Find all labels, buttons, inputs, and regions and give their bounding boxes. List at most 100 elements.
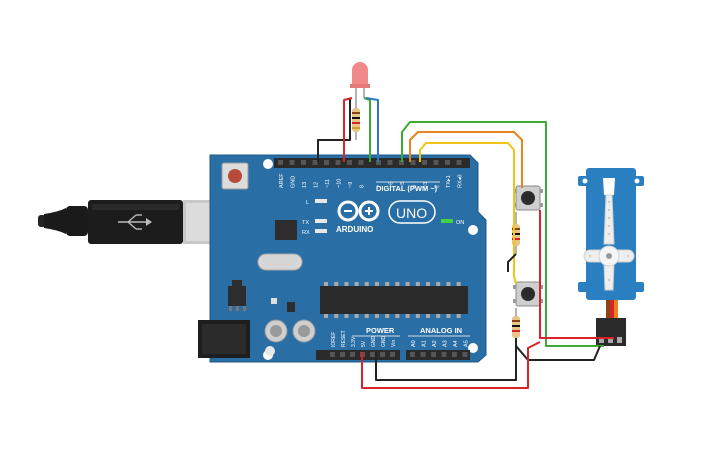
servo-motor-icon[interactable] (578, 168, 644, 346)
push-button-icon[interactable] (513, 281, 543, 307)
wire-red-5v (361, 341, 541, 389)
pin-label: ~9 (348, 182, 354, 188)
header-pin[interactable] (399, 160, 404, 165)
wire-red-buttons (539, 210, 614, 339)
pin-label: A2 (432, 340, 438, 347)
pin-label: ~10 (337, 179, 343, 188)
header-pin[interactable] (278, 160, 283, 165)
capacitors (264, 319, 316, 356)
header-pin[interactable] (452, 352, 457, 357)
wire-black-gnd (375, 338, 517, 381)
power-label: POWER (366, 326, 395, 335)
pin-label: ~3 (423, 182, 429, 188)
digital-header (274, 158, 470, 168)
pin-label: Vin (391, 340, 397, 347)
wire-led-red (343, 97, 353, 162)
arduino-logo-icon (337, 200, 380, 222)
led-icon[interactable] (350, 62, 370, 98)
uno-label: UNO (396, 205, 427, 221)
header-pin[interactable] (289, 160, 295, 165)
pin-label: RESET (341, 330, 347, 347)
header-pin[interactable] (445, 160, 450, 165)
wire-green (401, 121, 604, 347)
header-pin[interactable] (376, 160, 381, 165)
header-pin[interactable] (410, 352, 415, 357)
usb-chip (275, 220, 297, 240)
header-pin[interactable] (312, 160, 318, 165)
pin-label: A1 (422, 340, 428, 347)
pin-label: A0 (411, 340, 417, 347)
pin-label: A3 (443, 340, 449, 347)
pin-label: ~11 (325, 179, 331, 188)
header-pin[interactable] (422, 160, 427, 165)
resistor-icon[interactable] (512, 308, 520, 338)
brand-label: ARDUINO (336, 225, 373, 234)
header-pin[interactable] (410, 160, 416, 165)
pin-label: AREF (279, 173, 285, 188)
wire-led-black (317, 98, 351, 162)
header-pin[interactable] (335, 160, 341, 165)
header-pin[interactable] (456, 160, 462, 165)
uno-badge: UNO (388, 200, 436, 224)
pin-label: 13 (302, 182, 308, 188)
header-pin[interactable] (433, 160, 439, 165)
analog-header (406, 350, 470, 360)
header-pin[interactable] (347, 160, 352, 165)
header-pin[interactable] (370, 352, 375, 357)
atmega-chip (320, 282, 468, 318)
led-tx-label: TX (302, 220, 309, 226)
header-pin[interactable] (380, 352, 385, 357)
pin-label: ~6 (389, 182, 395, 188)
pin-label: TX▸1 (446, 175, 452, 188)
header-pin[interactable] (387, 160, 393, 165)
wire-led-green (363, 97, 371, 162)
wire-orange (409, 131, 523, 188)
header-pin[interactable] (340, 352, 345, 357)
pin-label: GND (291, 176, 297, 188)
header-pin[interactable] (358, 160, 364, 165)
voltage-regulator (228, 280, 246, 311)
wire-black-servo (515, 345, 601, 361)
pin-label: 7 (377, 185, 383, 188)
pin-label: A4 (453, 340, 459, 347)
pin-label: 12 (314, 182, 320, 188)
led-rx-label: RX (302, 230, 310, 236)
header-pin[interactable] (462, 352, 468, 357)
header-pin[interactable] (301, 160, 306, 165)
header-pin[interactable] (324, 160, 329, 165)
pin-label: A5 (464, 340, 470, 347)
resistor-icon[interactable] (352, 98, 360, 140)
header-pin[interactable] (431, 352, 436, 357)
pin-label: IOREF (331, 332, 337, 347)
wire-black-bottom (507, 253, 517, 272)
header-pin[interactable] (330, 352, 335, 357)
power-jack-icon (198, 320, 250, 358)
pin-label: GND (371, 336, 377, 348)
push-button-icon[interactable] (513, 185, 543, 211)
on-label: ON (456, 220, 464, 226)
reset-button[interactable] (221, 162, 249, 190)
header-pin[interactable] (350, 352, 355, 357)
pin-label: ~5 (400, 182, 406, 188)
power-header (316, 350, 400, 360)
pin-label: GND (381, 336, 387, 348)
header-pin[interactable] (390, 352, 395, 357)
pin-label: 4 (412, 185, 418, 188)
header-pin[interactable] (420, 352, 426, 357)
status-leds: L TX RX (302, 199, 327, 236)
crystal (257, 253, 303, 271)
wire-led-blue (365, 97, 379, 162)
wire-yellow (419, 142, 517, 285)
pin-label: 2 (435, 185, 441, 188)
header-pin[interactable] (441, 352, 447, 357)
wires (317, 97, 614, 389)
led-l-label: L (306, 200, 309, 206)
pin-label: 3.3V (351, 336, 357, 347)
pin-label: 5V (361, 340, 367, 347)
digital-header-label: DIGITAL (PWM ~) (376, 184, 438, 193)
pin-label: 8 (360, 185, 366, 188)
analog-label: ANALOG IN (420, 326, 462, 335)
